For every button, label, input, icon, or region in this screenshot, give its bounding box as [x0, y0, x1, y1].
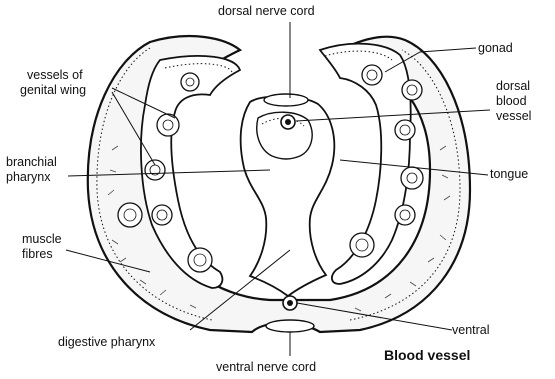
label-vessels-of-genital-wing-line2: genital wing	[20, 83, 86, 97]
gonad-left-1	[181, 73, 199, 91]
gonad-left-5	[152, 205, 172, 225]
gonad-right-4	[401, 167, 423, 189]
gonad-right-5	[395, 205, 415, 225]
label-dorsal-blood-vessel-line2: blood	[496, 94, 527, 108]
label-digestive-pharynx: digestive pharynx	[58, 335, 156, 349]
gonad-right-6	[350, 233, 374, 257]
label-vessels-of-genital-wing-line1: vessels of	[27, 68, 83, 82]
gonad-right-1	[362, 65, 382, 85]
dorsal-blood-vessel	[281, 115, 295, 129]
label-branchial-pharynx-line2: pharynx	[6, 170, 51, 184]
label-dorsal-blood-vessel-line1: dorsal	[496, 79, 530, 93]
label-ventral: ventral	[452, 323, 490, 337]
ventral-nerve-cord	[266, 320, 314, 332]
label-muscle-fibres-line2: fibres	[22, 247, 53, 261]
label-muscle-fibres-line1: muscle	[22, 232, 62, 246]
ventral-blood-vessel	[283, 296, 297, 310]
gonad-left-2	[157, 114, 179, 136]
gonad-right-3	[395, 120, 415, 140]
gonad-left-3	[145, 160, 165, 180]
label-gonad: gonad	[478, 41, 513, 55]
dorsal-nerve-cord	[264, 94, 308, 106]
gonad-left-4	[118, 203, 142, 227]
label-blood-vessel: Blood vessel	[384, 347, 470, 363]
gonad-right-2	[402, 80, 422, 100]
label-ventral-nerve-cord: ventral nerve cord	[216, 360, 316, 374]
label-branchial-pharynx-line1: branchial	[6, 155, 57, 169]
gonad-left-6	[188, 248, 212, 272]
label-tongue: tongue	[490, 167, 528, 181]
label-dorsal-blood-vessel-line3: vessel	[496, 109, 531, 123]
label-dorsal-nerve-cord: dorsal nerve cord	[218, 4, 315, 18]
